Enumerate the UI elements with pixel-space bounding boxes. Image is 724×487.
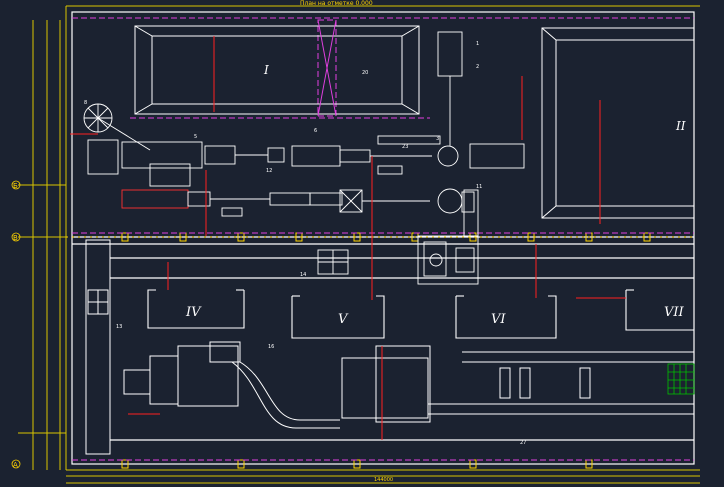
callout-13: 13 <box>116 324 122 330</box>
callout-8: 8 <box>84 100 87 106</box>
callout-23: 23 <box>402 144 408 150</box>
callout-27: 27 <box>520 440 526 446</box>
room-V <box>291 295 385 339</box>
callout-5: 5 <box>194 134 197 140</box>
room-label-II: II <box>675 119 686 133</box>
equipment-upper-left <box>83 31 525 175</box>
room-II <box>541 27 695 219</box>
room-IV <box>147 289 245 329</box>
column-grid <box>66 232 694 469</box>
equipment-unit-14 <box>317 249 349 275</box>
callout-2: 2 <box>476 64 479 70</box>
room-I <box>134 19 420 117</box>
axis-mark-v: В <box>13 234 18 242</box>
room-label-VI: VI <box>491 312 506 327</box>
callout-3: 3 <box>436 136 439 142</box>
callout-11: 11 <box>476 184 482 190</box>
callout-12: 12 <box>266 168 272 174</box>
dimension-lines <box>70 36 626 440</box>
callouts: 1 2 3 5 6 8 11 12 13 14 16 20 23 27 <box>84 41 526 446</box>
bottom-dim-total: 144000 <box>374 477 393 483</box>
callout-6: 6 <box>314 128 317 134</box>
left-column <box>85 239 111 455</box>
room-VI <box>455 295 557 339</box>
axis-marks: Б В А <box>11 180 21 469</box>
centerlines <box>72 17 694 461</box>
callout-20: 20 <box>362 70 368 76</box>
room-VII <box>625 289 694 331</box>
callout-14: 14 <box>300 272 306 278</box>
green-grid-detail <box>667 363 695 395</box>
room-label-V: V <box>338 312 349 327</box>
callout-1: 1 <box>476 41 479 47</box>
room-label-IV: IV <box>185 305 202 320</box>
equipment-middle <box>121 163 475 217</box>
callout-16: 16 <box>268 344 274 350</box>
equipment-unit-11 <box>417 189 479 285</box>
room-label-VII: VII <box>664 305 685 320</box>
axis-mark-a: А <box>13 461 18 469</box>
lower-process-line <box>123 341 694 429</box>
axis-mark-b: Б <box>13 182 18 190</box>
drawing-frame <box>18 5 700 484</box>
room-label-I: I <box>263 63 269 77</box>
building-walls <box>71 11 695 465</box>
header-text: План на отметке 0.000 <box>300 0 373 7</box>
